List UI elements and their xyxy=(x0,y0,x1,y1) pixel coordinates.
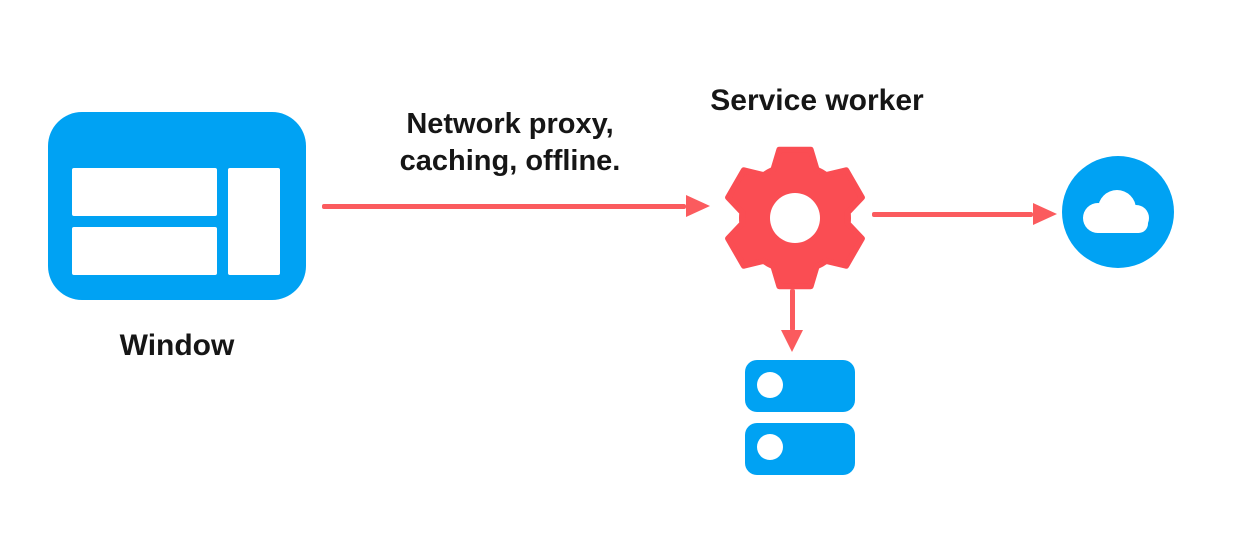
arrow-window-to-service-worker xyxy=(322,204,686,209)
network-node xyxy=(1062,156,1174,268)
window-label: Window xyxy=(119,329,235,362)
window-content-row-2 xyxy=(72,227,217,275)
arrowhead-down-icon xyxy=(781,330,803,352)
arrowhead-right-icon xyxy=(686,195,710,217)
service-worker-label: Service worker xyxy=(710,84,924,117)
browser-window-icon xyxy=(48,112,306,300)
arrow-service-worker-to-network xyxy=(872,212,1033,217)
disk-indicator-dot xyxy=(757,372,783,398)
storage-disk-2 xyxy=(745,423,855,475)
edge-label-network-proxy: Network proxy, caching, offline. xyxy=(399,108,621,177)
arrow-service-worker-to-storage xyxy=(790,289,795,331)
cloud-icon xyxy=(1083,190,1149,233)
arrowhead-right-icon xyxy=(1033,203,1057,225)
storage-stack-icon xyxy=(745,360,855,475)
window-content-row-1 xyxy=(72,168,217,216)
gear-icon xyxy=(725,146,865,290)
disk-indicator-dot xyxy=(757,434,783,460)
window-sidebar-column xyxy=(228,168,280,275)
storage-disk-1 xyxy=(745,360,855,412)
